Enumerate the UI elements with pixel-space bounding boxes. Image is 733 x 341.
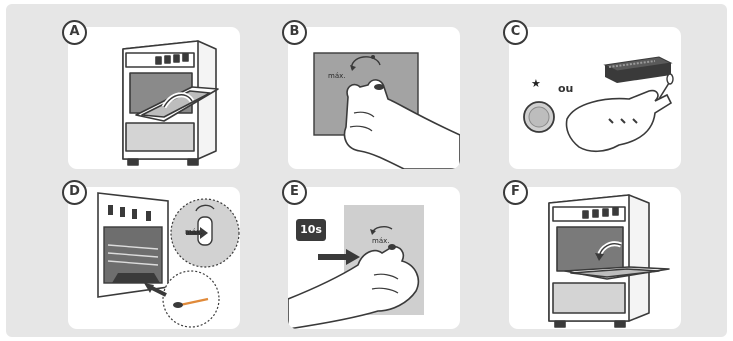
hand-turning-knob-illustration xyxy=(288,27,460,169)
or-label: ou xyxy=(558,82,573,95)
step-badge-b: B xyxy=(282,20,307,45)
step-badge-c: C xyxy=(503,20,528,45)
panel-step-b: máx. xyxy=(288,27,460,169)
step-badge-a: A xyxy=(62,20,87,45)
step-badge-f: F xyxy=(503,180,528,205)
hold-knob-illustration xyxy=(288,187,460,329)
lighting-burner-illustration xyxy=(68,187,240,329)
star-marker: ★ xyxy=(531,77,541,90)
oven-closing-door-illustration xyxy=(509,187,681,329)
panel-step-d: máx. xyxy=(68,187,240,329)
ignition-options-illustration xyxy=(509,27,681,169)
panel-step-e: 10s máx. xyxy=(288,187,460,329)
oven-open-door-illustration xyxy=(68,27,240,169)
instruction-sheet: A máx. B ★ ou C xyxy=(6,4,727,337)
step-badge-e: E xyxy=(282,180,307,205)
step-badge-d: D xyxy=(62,180,87,205)
knob-max-label: máx. xyxy=(328,72,345,80)
panel-step-c: ★ ou xyxy=(509,27,681,169)
panel-step-f xyxy=(509,187,681,329)
timer-badge: 10s xyxy=(296,219,326,241)
knob-max-label-d: máx. xyxy=(185,228,202,236)
knob-max-label-e: máx. xyxy=(372,237,389,245)
panel-step-a xyxy=(68,27,240,169)
